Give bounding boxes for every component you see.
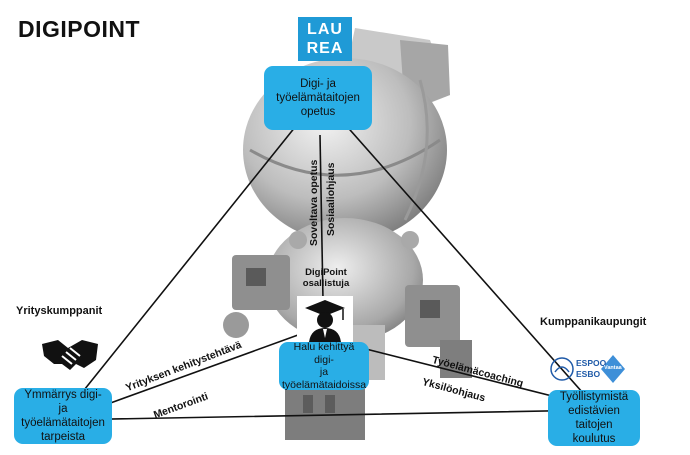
node-left-partners: Ymmärrys digi- ja työelämätaitojen tarpe… [14,388,112,444]
node-right-cities: Työllistymistä edistävien taitojen koulu… [548,390,640,446]
node-center-line: ja [319,366,329,378]
node-left-line: tarpeista [40,431,86,443]
esbo-text: ESBO [576,369,601,379]
vantaa-text: Vantaa [604,365,622,371]
handshake-icon [42,340,98,370]
right-heading: Kumppanikaupungit [540,316,647,328]
center-icon-frame [297,296,353,344]
espoo-text: ESPOO [576,358,607,368]
edge-right-center [361,347,561,399]
node-center-line: työelämätaidoissa [281,378,367,391]
espoo-logo-mark [550,355,625,383]
node-top-line: opetus [300,106,336,118]
center-heading-line: DigiPoint [305,267,347,278]
edge-label-social-guidance: Sosiaaliohjaus [325,162,337,236]
espoo-vantaa-logo: ESPOO ESBO Vantaa [549,352,629,386]
node-right-line: koulutus [572,433,616,445]
node-left-line: Ymmärrys digi- ja [24,389,102,415]
center-heading-line: osallistuja [302,278,350,289]
laurea-logo-bottom: REA [306,40,344,57]
laurea-logo-top: LAU [307,21,343,38]
node-right-line: edistävien taitojen [568,405,620,431]
edge-top-center [319,134,324,301]
node-center-participant: Halu kehittyä digi- ja työelämätaidoissa [279,341,369,391]
node-left-line: työelämätaitojen [21,417,105,429]
laurea-logo: LAU REA [298,17,352,61]
node-top-teaching: Digi- ja työelämätaitojen opetus [264,66,372,130]
edge-label-applied-teaching: Soveltava opetus [308,159,320,246]
outer-triangle [58,94,600,421]
node-top-line: Digi- ja [300,78,336,90]
edge-left-center [104,334,299,406]
page-title: DIGIPOINT [18,16,141,42]
node-right-line: Työllistymistä [559,391,629,403]
graduate-icon [305,300,345,342]
node-top-line: työelämätaitojen [276,92,360,104]
node-center-line: Halu kehittyä digi- [293,341,355,366]
left-heading: Yrityskumppanit [16,305,103,317]
center-heading: DigiPoint osallistuja [300,267,352,289]
